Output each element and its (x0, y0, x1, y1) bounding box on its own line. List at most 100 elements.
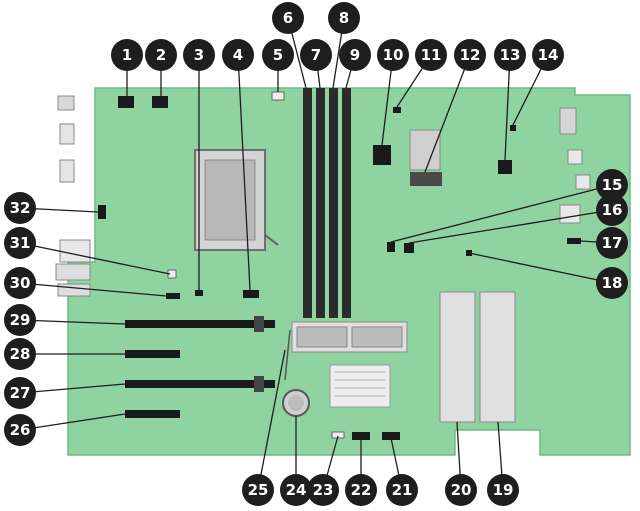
callout-leader-12 (424, 54, 471, 173)
callout-badge-3 (183, 39, 215, 71)
callout-number-7: 7 (311, 46, 321, 64)
callout-19: 19 (487, 421, 519, 506)
callout-number-2: 2 (156, 46, 166, 64)
callout-11: 11 (396, 39, 447, 108)
callout-12: 12 (424, 39, 486, 173)
callout-number-28: 28 (10, 345, 31, 363)
rear-io-ports (55, 95, 91, 297)
header-14 (510, 125, 516, 131)
callout-badge-5 (262, 39, 294, 71)
callout-number-16: 16 (602, 201, 623, 219)
header-15 (387, 242, 395, 252)
callout-number-32: 32 (10, 199, 31, 217)
callout-leader-25 (257, 349, 286, 491)
header-16 (404, 243, 414, 253)
callout-30: 30 (4, 267, 167, 299)
callout-number-24: 24 (286, 481, 307, 499)
callout-badge-8 (328, 2, 360, 34)
callout-badge-19 (487, 474, 519, 506)
callout-number-27: 27 (10, 384, 31, 402)
callout-4: 4 (222, 39, 254, 291)
callout-number-11: 11 (421, 46, 442, 64)
callout-badge-14 (532, 39, 564, 71)
callout-27: 27 (4, 377, 126, 409)
callout-15: 15 (390, 169, 628, 243)
callout-number-20: 20 (451, 481, 472, 499)
power-connector-1 (118, 96, 134, 108)
callout-badge-25 (242, 474, 274, 506)
callout-25: 25 (242, 349, 286, 506)
callout-badge-7 (300, 39, 332, 71)
callout-badge-20 (445, 474, 477, 506)
callout-badge-9 (339, 39, 371, 71)
callout-badge-12 (454, 39, 486, 71)
callout-number-4: 4 (233, 46, 243, 64)
callout-6: 6 (272, 2, 307, 89)
callout-leader-16 (408, 209, 613, 244)
callout-badge-32 (4, 192, 36, 224)
callout-badge-31 (4, 227, 36, 259)
callout-badge-11 (415, 39, 447, 71)
callout-14: 14 (512, 39, 564, 126)
callout-29: 29 (4, 304, 126, 336)
component-12 (409, 129, 442, 186)
callout-number-22: 22 (351, 481, 372, 499)
callout-number-25: 25 (248, 481, 269, 499)
m2-slots (284, 321, 408, 381)
callout-number-14: 14 (538, 46, 559, 64)
callout-badge-29 (4, 304, 36, 336)
header-11 (393, 107, 401, 113)
callout-24: 24 (280, 416, 312, 506)
callout-number-5: 5 (273, 46, 283, 64)
callout-7: 7 (300, 39, 332, 89)
callout-badge-27 (4, 377, 36, 409)
callout-18: 18 (468, 252, 628, 299)
callout-leader-31 (19, 242, 171, 275)
callout-leader-4 (237, 54, 251, 291)
callout-16: 16 (408, 194, 628, 244)
callout-17: 17 (580, 227, 628, 259)
callout-leader-27 (19, 383, 126, 394)
callout-22: 22 (345, 438, 377, 506)
callout-20: 20 (445, 421, 477, 506)
callout-number-8: 8 (339, 9, 349, 27)
callout-23: 23 (307, 435, 339, 506)
callout-badge-26 (4, 414, 36, 446)
header-17 (567, 238, 581, 244)
callout-28: 28 (4, 338, 125, 370)
callout-number-10: 10 (383, 46, 404, 64)
callout-number-18: 18 (602, 274, 623, 292)
callout-9: 9 (339, 39, 371, 89)
callout-1: 1 (111, 39, 143, 96)
callout-leader-30 (19, 282, 167, 297)
callout-26: 26 (4, 413, 126, 446)
callout-badge-1 (111, 39, 143, 71)
callout-number-12: 12 (460, 46, 481, 64)
callout-badge-23 (307, 474, 339, 506)
pcie-slots (125, 316, 275, 418)
callout-number-17: 17 (602, 234, 623, 252)
callout-leader-13 (504, 54, 511, 161)
callout-badge-16 (596, 194, 628, 226)
right-rear-io (559, 107, 591, 224)
callout-number-26: 26 (10, 421, 31, 439)
callout-badge-15 (596, 169, 628, 201)
callout-badge-21 (386, 474, 418, 506)
callout-badge-24 (280, 474, 312, 506)
chipset-heatsink (329, 364, 391, 408)
power-connector-10 (373, 145, 391, 165)
callout-badge-4 (222, 39, 254, 71)
callout-number-23: 23 (313, 481, 334, 499)
callout-number-9: 9 (350, 46, 360, 64)
callout-2: 2 (145, 39, 177, 96)
callout-badge-30 (4, 267, 36, 299)
callout-32: 32 (4, 192, 99, 224)
callout-5: 5 (262, 39, 294, 92)
callout-21: 21 (386, 437, 418, 506)
callout-badge-13 (494, 39, 526, 71)
callout-leader-18 (468, 252, 613, 284)
callout-8: 8 (328, 2, 360, 89)
